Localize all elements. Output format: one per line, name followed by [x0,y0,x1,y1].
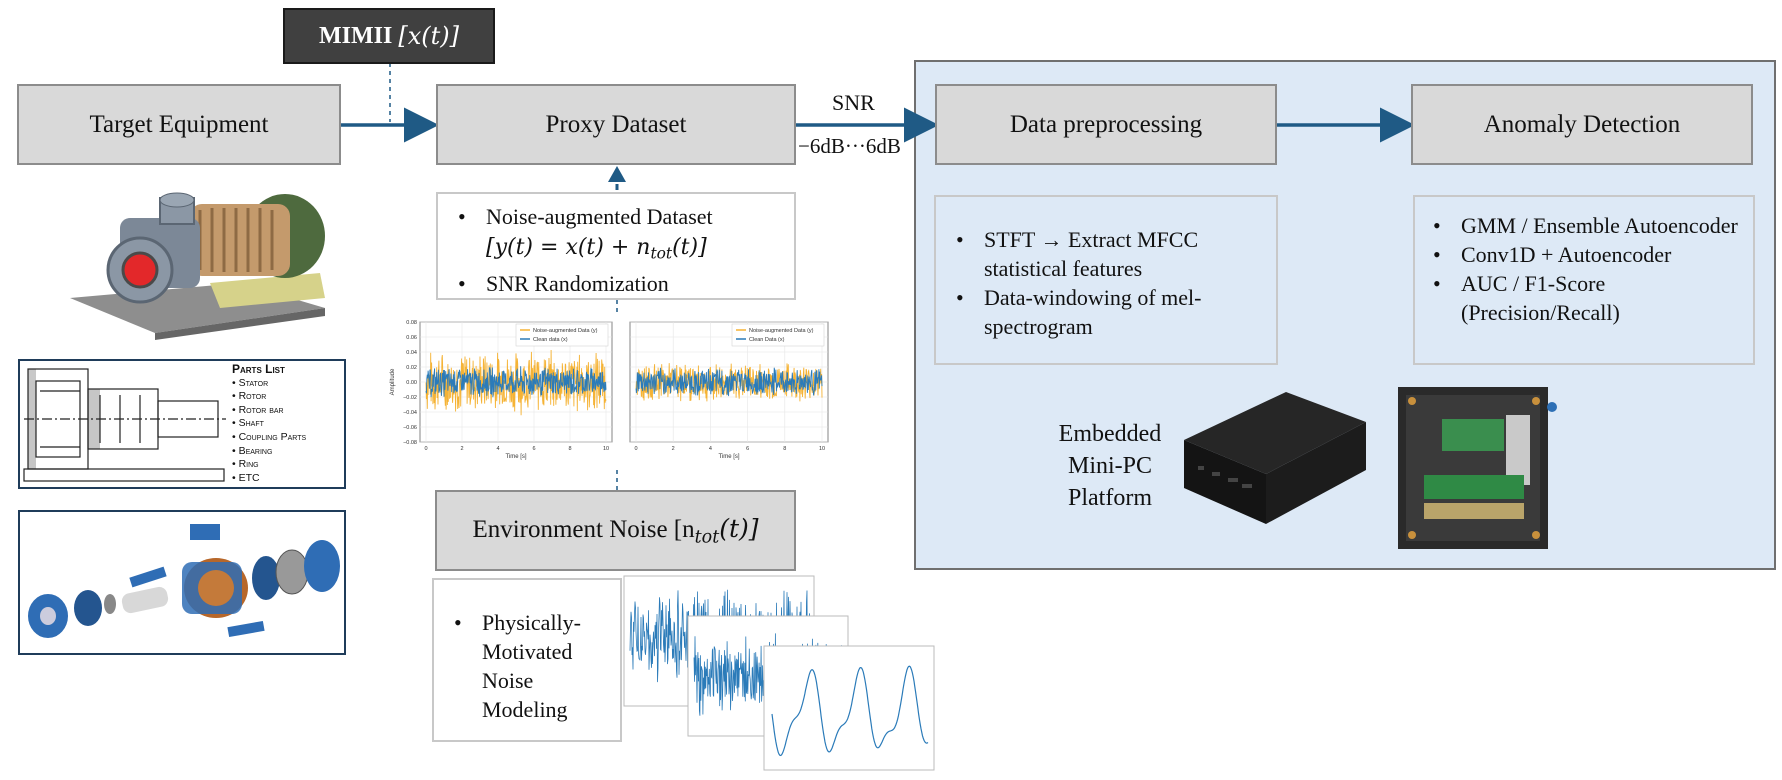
board-illustration [1398,387,1557,549]
proxy-dataset-box: Proxy Dataset [436,84,796,165]
x-tick-label: 6 [532,446,535,452]
legend-box [515,323,609,347]
noise-samples [623,575,935,771]
target-equipment-label: Target Equipment [89,110,269,138]
x-tick-label: 2 [672,446,675,452]
legend-entry: Clean Data (x) [749,337,785,343]
waveform-panel-1: 0.08 0.06 0.04 0.02 0.00 −0.02 −0.04 −0.06 −0.08… [390,320,613,460]
anomaly-detection-label: Anomaly Detection [1483,110,1681,138]
parts-list-item: • ETC [232,471,260,484]
x-tick-label: 2 [460,446,463,452]
series-line-2 [635,367,823,397]
parts-list-item: • Ring [232,458,259,471]
parts-list-item: • Shaft [232,417,264,430]
cross-section-drawing [23,368,226,482]
parts-list-item: • Stator [232,376,269,389]
embedded-platform-label: Embedded Mini-PC Platform [1058,421,1162,511]
augmentation-details: Noise-augmented Dataset [y(t) = x(t) + n… [436,192,796,300]
parts-list-item: • Rotor bar [232,403,284,416]
arrowhead-up [608,166,626,182]
legend-entry: Noise-augmented Data (y) [749,328,814,334]
snr-range: −6dB···6dB [798,134,901,158]
anomaly-details: GMM / Ensemble Autoencoder Conv1D + Auto… [1413,195,1755,365]
series-line-2 [425,366,607,398]
y-tick-label: −0.02 [403,395,417,401]
anomaly-detection-box: Anomaly Detection [1411,84,1753,165]
parts-list-title: Parts List [232,362,285,376]
x-tick-label: 0 [634,446,637,452]
x-tick-label: 4 [496,446,499,452]
waveform-chart: 0.08 0.06 0.04 0.02 0.00 −0.02 −0.04 −0.06 −0.08… [390,320,829,460]
snr-label: SNR [832,90,875,115]
y-tick-label: −0.08 [403,440,417,446]
mimii-box: MIMII [x(t)] [283,8,495,64]
parts-list-item: • Rotor [232,390,267,403]
target-equipment-box: Target Equipment [17,84,341,165]
waveform-comparison: 0.08 0.06 0.04 0.02 0.00 −0.02 −0.04 −0.06 −0.08… [384,314,836,466]
y-tick-label: 0.06 [406,335,417,341]
series-line-1 [425,349,607,416]
y-tick-label: 0.00 [406,380,417,386]
data-preprocessing-box: Data preprocessing [935,84,1277,165]
anomaly-item: GMM / Ensemble Autoencoder [1433,211,1753,240]
x-tick-label: 0 [424,446,427,452]
y-tick-label: 0.08 [406,320,417,326]
mimii-label: MIMII [319,22,393,49]
legend-entry: Clean data (x) [533,337,568,343]
environment-noise-label: Environment Noise [ntot(t)] [472,513,759,548]
mimii-signal: [x(t)] [398,22,459,50]
data-preprocessing-label: Data preprocessing [1009,110,1203,138]
mini-pc-illustration [1184,392,1366,524]
preproc-item: STFT → Extract MFCC statistical features [956,225,1276,283]
augment-item-dataset: Noise-augmented Dataset [y(t) = x(t) + n… [458,202,794,269]
y-axis-label: Amplitude [390,368,396,395]
y-tick-label: 0.02 [406,365,417,371]
anomaly-item: AUC / F1-Score (Precision/Recall) [1433,269,1753,327]
pump-illustration [70,192,325,340]
augment-item-snr: SNR Randomization [458,269,794,299]
y-tick-label: −0.04 [403,410,417,416]
parts-list: Parts List • Stator • Rotor • Rotor bar … [232,362,307,485]
x-axis-label: Time [s] [505,454,526,460]
x-tick-label: 10 [603,446,609,452]
environment-noise-box: Environment Noise [ntot(t)] [435,490,796,571]
parts-list-item: • Bearing [232,444,273,457]
x-tick-label: 6 [746,446,749,452]
y-tick-label: 0.04 [406,350,417,356]
parts-list-item: • Coupling Parts [232,430,307,443]
legend-entry: Noise-augmented Data (y) [533,328,598,334]
y-tick-label: −0.06 [403,425,417,431]
preproc-item: Data-windowing of mel-spectrogram [956,283,1276,341]
x-tick-label: 8 [783,446,786,452]
exploded-motor-drawing [28,524,340,638]
x-tick-label: 10 [819,446,825,452]
proxy-dataset-label: Proxy Dataset [545,110,687,138]
noise-sample-3 [771,665,929,757]
exploded-motor-view [18,510,346,655]
x-axis-label: Time [s] [718,454,739,460]
x-tick-label: 8 [568,446,571,452]
anomaly-item: Conv1D + Autoencoder [1433,240,1753,269]
x-tick-label: 4 [709,446,712,452]
augment-equation: [y(t) = x(t) + ntot(t)] [486,235,707,263]
legend-box [731,323,825,347]
preprocessing-details: STFT → Extract MFCC statistical features… [934,195,1278,365]
pump-cross-section: Parts List • Stator • Rotor • Rotor bar … [18,359,346,489]
